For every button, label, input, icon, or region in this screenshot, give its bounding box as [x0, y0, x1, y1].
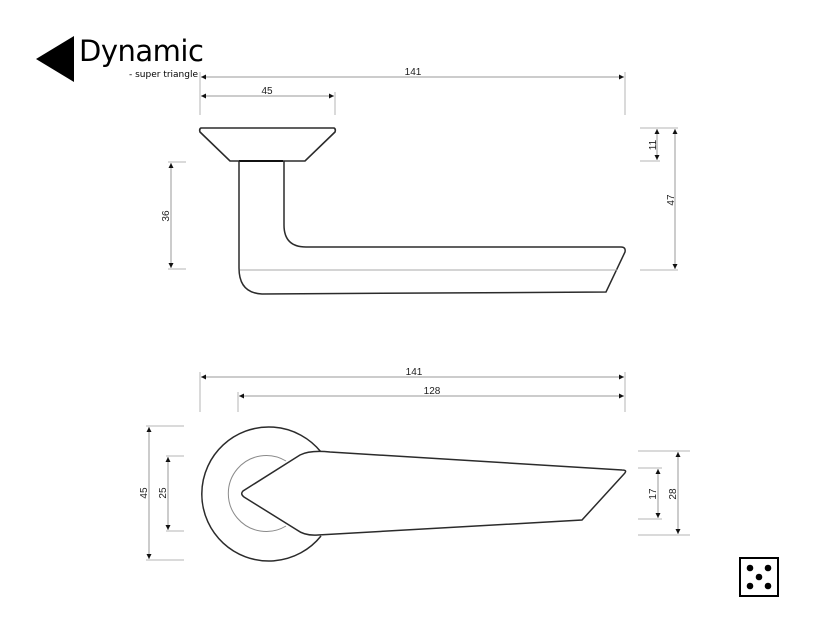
brand-title: Dynamic	[79, 34, 204, 68]
dim-top-grip-width: 28	[668, 488, 679, 500]
dim-top-tip-width: 17	[648, 488, 659, 500]
left-triangle-icon	[36, 36, 74, 82]
brand-logo: Dynamic - super triangle	[36, 34, 216, 84]
dim-top-overall-length: 141	[406, 367, 423, 378]
dim-side-rose-diameter: 45	[261, 86, 273, 97]
dim-top-lever-length: 128	[424, 386, 441, 397]
side-view: 141 45 36 11 47	[161, 67, 678, 295]
dim-side-total-height: 47	[666, 194, 677, 206]
top-view: 141 128 45 25 17 28	[139, 367, 690, 562]
dim-top-inner-diameter: 25	[158, 487, 169, 499]
brand-subtitle: - super triangle	[129, 70, 199, 80]
dim-side-rose-thickness: 11	[648, 139, 659, 150]
dice-five-icon	[739, 557, 779, 597]
dim-side-handle-height: 36	[161, 210, 172, 222]
dim-side-overall-length: 141	[405, 67, 422, 78]
dim-top-rose-diameter: 45	[139, 487, 150, 499]
